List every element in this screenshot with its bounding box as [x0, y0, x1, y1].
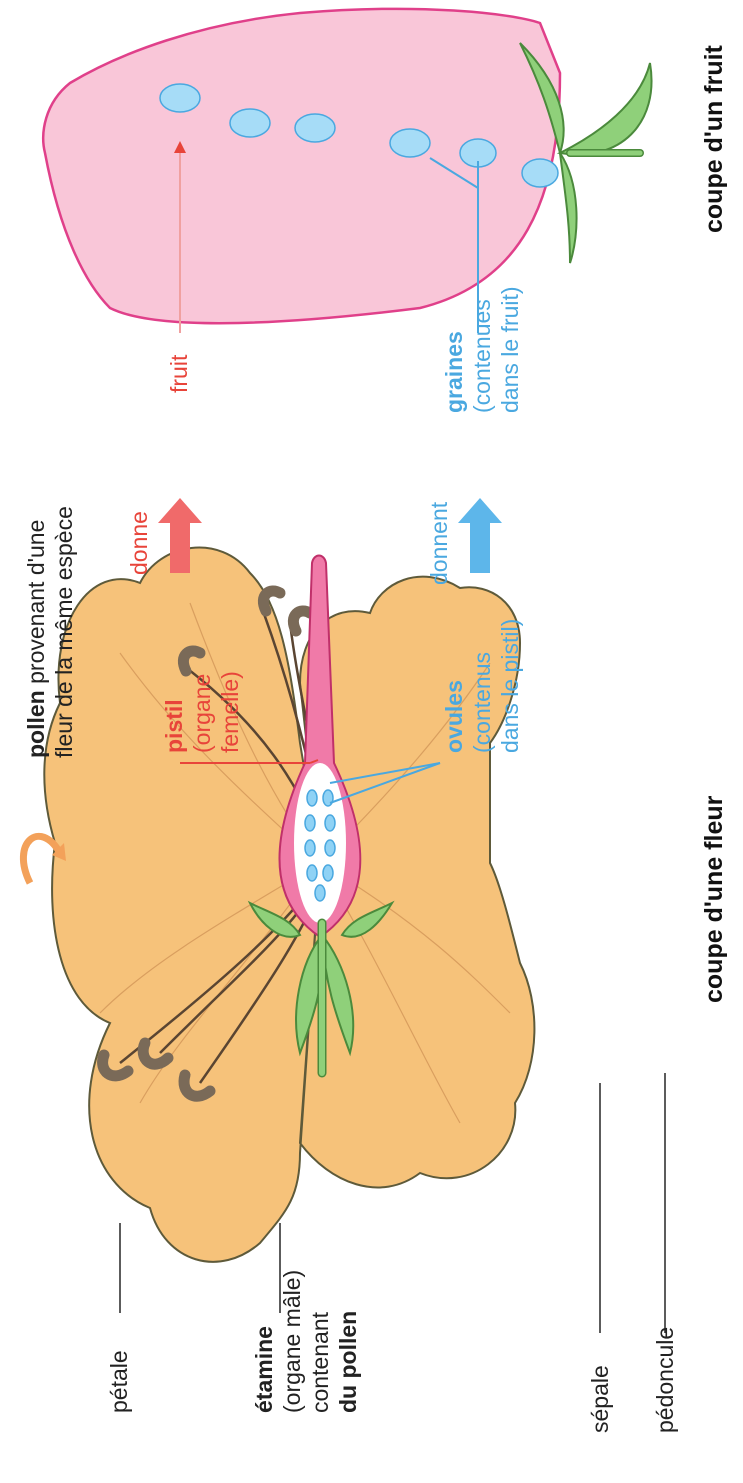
- ovules-label: ovules (contenus dans le pistil): [440, 619, 524, 753]
- pistil-line2: (organe: [188, 671, 216, 753]
- flower-cross-section: [23, 548, 665, 1333]
- fruit-label: fruit: [165, 355, 193, 393]
- pistil-line3: femelle): [216, 671, 244, 753]
- etamine-line2: (organe mâle): [278, 1270, 306, 1413]
- ovules-line2: (contenus: [468, 619, 496, 753]
- graines-line3: dans le fruit): [496, 286, 524, 413]
- etamine-line1: étamine: [250, 1270, 278, 1413]
- flower-title: coupe d'une fleur: [700, 796, 728, 1003]
- petale-label: pétale: [105, 1350, 133, 1413]
- pollen-line2: fleur de la même espèce: [50, 506, 78, 758]
- fruit-cross-section: [43, 9, 651, 333]
- donnent-arrow: [458, 498, 502, 573]
- pollen-bold: pollen: [23, 690, 49, 758]
- pedoncule-label: pédoncule: [651, 1327, 679, 1433]
- graines-line2: (contenues: [468, 286, 496, 413]
- graines-label: graines (contenues dans le fruit): [440, 286, 524, 413]
- ovules-line3: dans le pistil): [496, 619, 524, 753]
- pistil-line1: pistil: [160, 671, 188, 753]
- sepale-label: sépale: [586, 1365, 614, 1433]
- ovules-line1: ovules: [440, 619, 468, 753]
- graines-line1: graines: [440, 286, 468, 413]
- pollen-label: pollen provenant d'une fleur de la même …: [22, 506, 78, 758]
- donnent-label: donnent: [425, 502, 453, 585]
- pistil-label: pistil (organe femelle): [160, 671, 244, 753]
- etamine-line3: contenant: [306, 1270, 334, 1413]
- fruit-title: coupe d'un fruit: [700, 45, 728, 233]
- pollen-rest: provenant d'une: [23, 520, 49, 691]
- etamine-label: étamine (organe mâle) contenant du polle…: [250, 1270, 362, 1413]
- donne-label: donne: [125, 511, 153, 575]
- etamine-line4: du pollen: [334, 1270, 362, 1413]
